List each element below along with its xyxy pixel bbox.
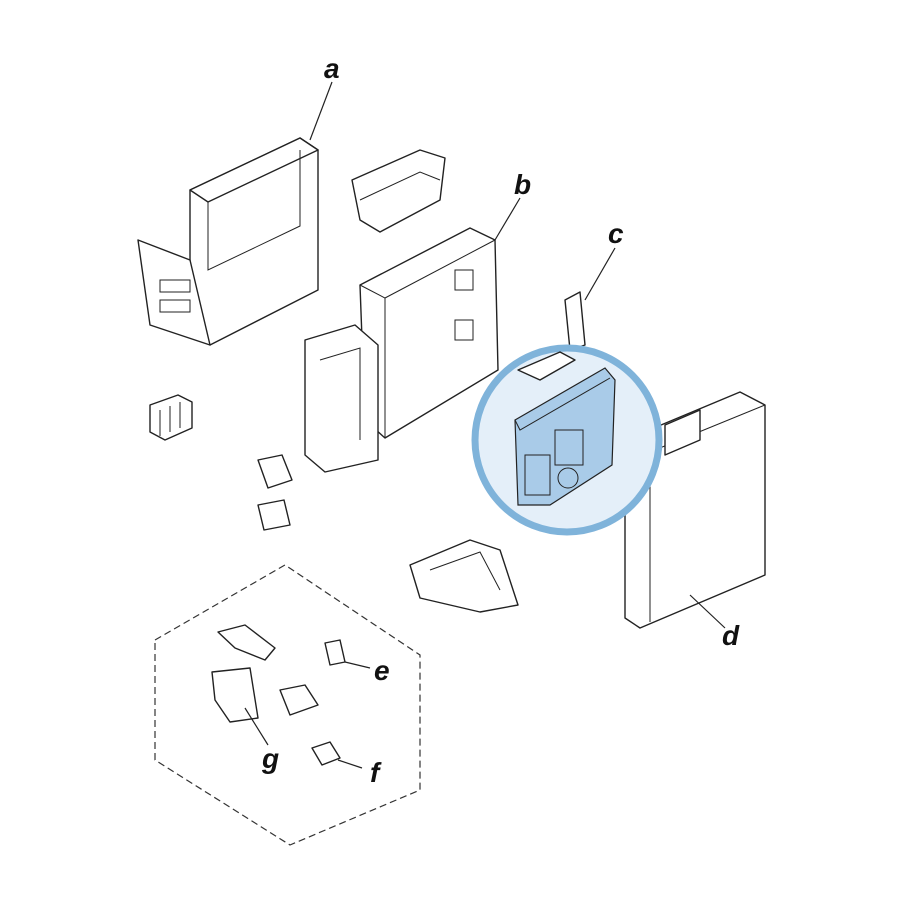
label-d: d (722, 620, 740, 651)
lower-bracket (409, 539, 519, 613)
small-clips (257, 454, 293, 531)
highlighted-circuit-board (471, 344, 663, 536)
part-f-cap (311, 741, 363, 769)
label-e: e (374, 655, 390, 686)
label-f: f (370, 757, 382, 788)
terminal-block (149, 394, 193, 441)
label-b: b (514, 169, 531, 200)
label-a: a (324, 53, 340, 84)
part-b-frame (304, 197, 521, 473)
upper-mechanism-part (351, 149, 446, 233)
part-e-clip (324, 639, 371, 669)
part-a-bracket (137, 81, 333, 346)
label-c: c (608, 218, 624, 249)
part-g-assembly (211, 624, 319, 746)
kit-box (154, 564, 421, 846)
label-g: g (261, 743, 279, 774)
part-c-bracket (564, 247, 616, 351)
